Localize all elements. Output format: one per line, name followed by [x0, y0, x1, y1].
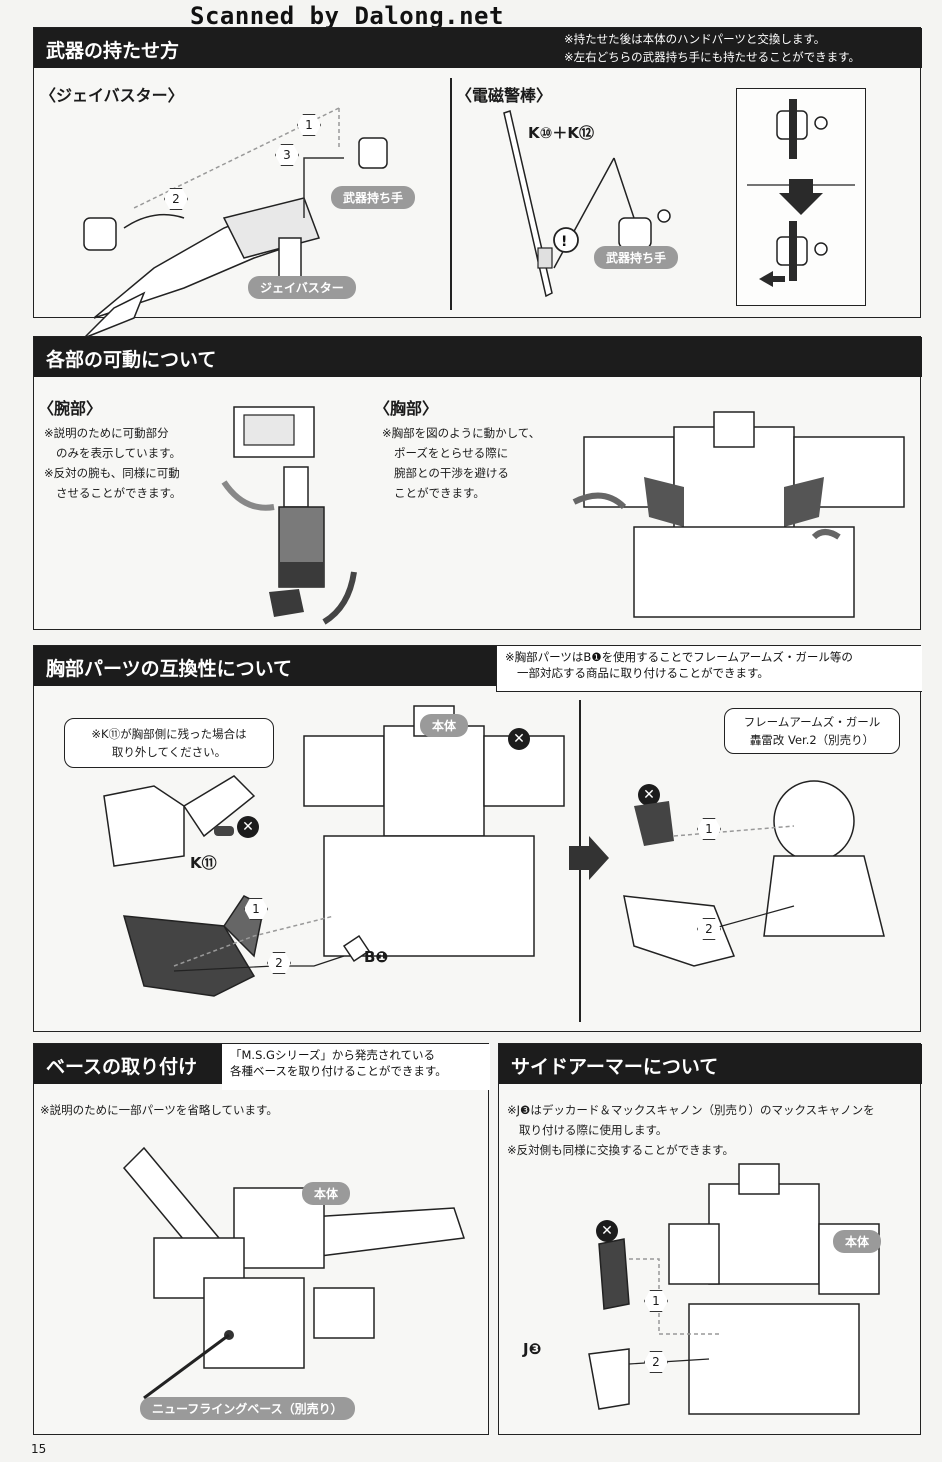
subsection-title: 〈ジェイバスター〉: [40, 86, 184, 105]
section-note: 「M.S.Gシリーズ」から発売されている 各種ベースを取り付けることができます。: [222, 1044, 490, 1090]
k-part-label: K⑪: [190, 854, 217, 872]
divider: [450, 78, 452, 310]
section-weapon-holding: 武器の持たせ方 ※持たせた後は本体のハンドパーツと交換します。 ※左右どちらの武…: [33, 27, 922, 339]
step-1: 1: [244, 898, 268, 920]
step-1: 1: [297, 114, 321, 136]
step-2: 2: [697, 918, 721, 940]
subsection-title: 〈胸部〉: [374, 399, 439, 418]
section-title: ベースの取り付け: [34, 1044, 222, 1084]
chest-note: ※胸部を図のように動かして、 ポーズをとらせる際に 腕部との干渉を避ける ことが…: [382, 426, 541, 500]
section-side-armor: サイドアーマーについて ※J❸はデッカード＆マックスキャノン（別売り）のマックス…: [498, 1043, 922, 1435]
side-armor-illustration: [588, 1163, 880, 1415]
detail-inset: [736, 88, 866, 306]
part-code: K⑩＋K⑫: [528, 124, 594, 142]
fag-illustration: [623, 780, 885, 967]
side-armor-note: ※J❸はデッカード＆マックスキャノン（別売り）のマックスキャノンを 取り付ける際…: [507, 1103, 875, 1157]
remove-icon: ✕: [237, 816, 259, 838]
section-chest-compat: 胸部パーツの互換性について ※胸部パーツはB❶を使用することでフレームアームズ・…: [33, 645, 922, 1032]
chest-detail-illustration: [103, 775, 256, 867]
base-label: ニューフライングベース（別売り）: [140, 1397, 355, 1420]
section-note: ※胸部パーツはB❶を使用することでフレームアームズ・ガール等の 一部対応する商品…: [496, 646, 922, 692]
base-note: ※説明のために一部パーツを省略しています。: [40, 1103, 278, 1117]
hand-swap-illustration: [747, 99, 855, 287]
section-title: 各部の可動について: [34, 337, 922, 377]
body-label: 本体: [420, 714, 469, 737]
step-2: 2: [267, 952, 291, 974]
arm-note: ※説明のために可動部分 のみを表示しています。 ※反対の腕も、同様に可動 させる…: [44, 426, 182, 500]
subsection-title: 〈電磁警棒〉: [456, 86, 553, 105]
j-part-label: J❸: [523, 1340, 542, 1358]
remove-icon: ✕: [638, 784, 660, 806]
section-articulation: 各部の可動について 〈腕部〉 ※説明のために可動部分 のみを表示しています。 ※…: [33, 336, 922, 630]
step-1: 1: [697, 818, 721, 840]
section-title: 武器の持たせ方: [34, 28, 922, 68]
b-part-label: B❶: [364, 948, 389, 966]
section-title: サイドアーマーについて: [499, 1044, 922, 1084]
base-illustration: [122, 1146, 466, 1400]
step-2: 2: [644, 1351, 668, 1373]
body-label: 本体: [833, 1230, 882, 1253]
page-number: 15: [31, 1442, 47, 1456]
svg-text:!: !: [561, 234, 567, 250]
ng-icon: ✕: [508, 728, 530, 750]
hand-label: 武器持ち手: [594, 246, 679, 269]
weapon-label: ジェイバスター: [248, 276, 356, 299]
arm-illustration: [221, 406, 357, 625]
baton-illustration: !: [503, 110, 671, 298]
section-base: ベースの取り付け 「M.S.Gシリーズ」から発売されている 各種ベースを取り付け…: [33, 1043, 490, 1435]
callout-bubble: ※K⑪が胸部側に残った場合は 取り外してください。: [64, 718, 274, 768]
hand-label: 武器持ち手: [331, 186, 416, 209]
scan-watermark: Scanned by Dalong.net: [190, 2, 504, 30]
body-label: 本体: [302, 1182, 351, 1205]
chest-illustration: [572, 411, 905, 618]
section-note: ※持たせた後は本体のハンドパーツと交換します。 ※左右どちらの武器持ち手にも持た…: [564, 32, 860, 64]
arrow-right-icon: [569, 836, 609, 880]
step-1: 1: [644, 1290, 668, 1312]
step-3: 3: [275, 144, 299, 166]
j-buster-illustration: [83, 107, 388, 339]
fag-label: フレームアームズ・ガール 轟雷改 Ver.2（別売り）: [724, 708, 900, 754]
step-2: 2: [164, 188, 188, 210]
ng-icon: ✕: [596, 1220, 618, 1242]
subsection-title: 〈腕部〉: [38, 399, 103, 418]
